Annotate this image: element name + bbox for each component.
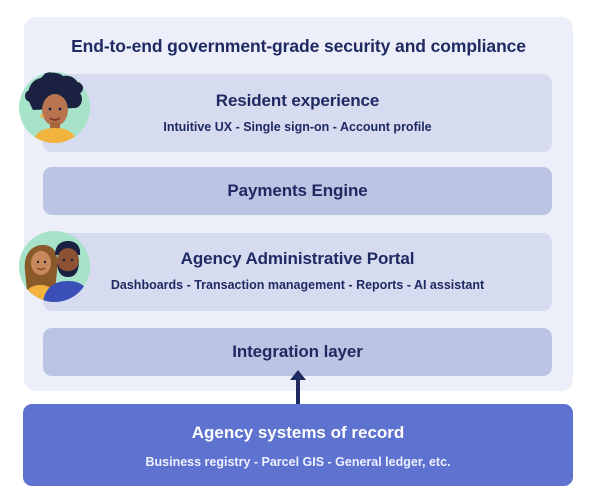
agency-portal-features: Dashboards - Transaction management - Re… <box>110 278 485 292</box>
resident-avatar-icon <box>19 72 90 143</box>
resident-experience-title: Resident experience <box>215 91 380 110</box>
agency-portal-layer: Agency Administrative Portal Dashboards … <box>43 233 552 311</box>
resident-experience-features: Intuitive UX - Single sign-on - Account … <box>163 120 432 134</box>
systems-of-record-examples: Business registry - Parcel GIS - General… <box>145 455 451 469</box>
integration-layer-title: Integration layer <box>232 342 363 361</box>
agency-staff-avatar-icon <box>19 231 90 302</box>
resident-experience-layer: Resident experience Intuitive UX - Singl… <box>43 74 552 152</box>
diagram-title: End-to-end government-grade security and… <box>71 36 526 56</box>
systems-of-record-title: Agency systems of record <box>191 423 405 442</box>
systems-of-record-box: Agency systems of record Business regist… <box>23 404 573 486</box>
integration-layer: Integration layer <box>43 328 552 376</box>
payments-engine-layer: Payments Engine <box>43 167 552 215</box>
payments-engine-title: Payments Engine <box>227 181 368 200</box>
agency-portal-title: Agency Administrative Portal <box>180 249 415 268</box>
